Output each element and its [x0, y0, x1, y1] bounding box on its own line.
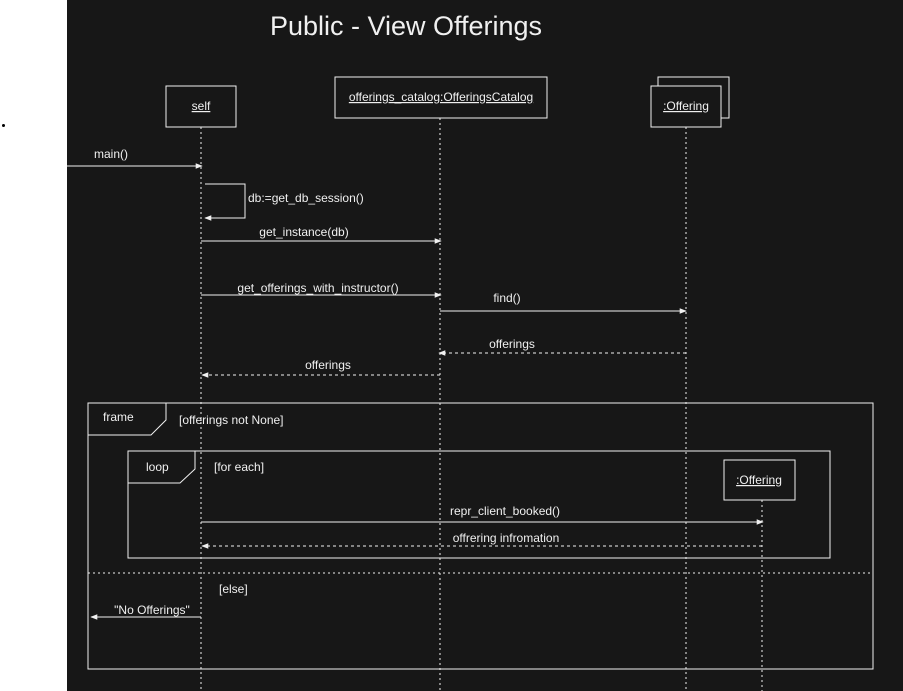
return-offering-information-label: offrering infromation — [453, 531, 560, 545]
participant-offering-inner-label: :Offering — [736, 473, 782, 487]
message-get-instance-label: get_instance(db) — [259, 225, 348, 239]
message-get-db-session-label: db:=get_db_session() — [248, 191, 364, 205]
participant-self-label: self — [192, 99, 211, 113]
loop-guard: [for each] — [214, 460, 264, 474]
diagram-title: Public - View Offerings — [270, 11, 542, 41]
frame-fragment — [87, 402, 874, 670]
participant-offering-label: :Offering — [663, 99, 709, 113]
return-offerings-1-label: offerings — [489, 337, 535, 351]
participant-catalog-label: offerings_catalog:OfferingsCatalog — [349, 90, 533, 104]
else-guard: [else] — [219, 582, 248, 596]
message-find-label: find() — [493, 291, 520, 305]
participant-catalog[interactable]: offerings_catalog:OfferingsCatalog — [334, 76, 548, 119]
message-main-label: main() — [94, 147, 128, 161]
return-offerings-2-label: offerings — [305, 358, 351, 372]
participant-offering-inner[interactable]: :Offering — [723, 459, 796, 501]
loop-label: loop — [146, 460, 169, 474]
message-get-db-session-arrow — [204, 183, 246, 221]
participant-self[interactable]: self — [165, 85, 237, 128]
frame-guard: [offerings not None] — [179, 413, 284, 427]
stray-dot — [2, 124, 5, 127]
message-no-offerings-label: "No Offerings" — [114, 603, 190, 617]
message-get-offerings-label: get_offerings_with_instructor() — [237, 281, 398, 295]
participant-offering-multi[interactable]: :Offering — [650, 76, 730, 128]
loop-fragment — [127, 450, 831, 559]
message-repr-client-booked-label: repr_client_booked() — [450, 504, 560, 518]
frame-label: frame — [103, 410, 134, 424]
